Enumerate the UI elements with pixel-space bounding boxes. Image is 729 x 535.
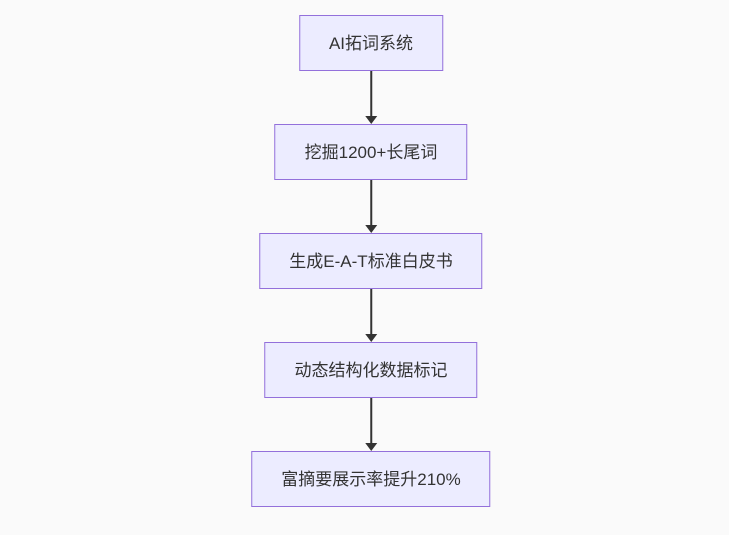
arrow-head-icon xyxy=(364,225,377,233)
flowchart-node-generate-eat-whitepaper: 生成E-A-T标准白皮书 xyxy=(259,233,483,289)
arrow-head-icon xyxy=(364,443,377,451)
flowchart-node-dynamic-structured-data-markup: 动态结构化数据标记 xyxy=(264,342,478,398)
arrow-line xyxy=(369,289,372,335)
flowchart-node-mine-longtail-keywords: 挖掘1200+长尾词 xyxy=(274,124,468,180)
arrow-line xyxy=(369,71,372,117)
arrow-head-icon xyxy=(364,334,377,342)
arrow-down-icon xyxy=(363,180,379,233)
flowchart-node-rich-snippet-rate-increase: 富摘要展示率提升210% xyxy=(251,451,491,507)
arrow-line xyxy=(369,398,372,444)
arrow-down-icon xyxy=(363,289,379,342)
flowchart-node-ai-word-expansion-system: AI拓词系统 xyxy=(298,15,444,71)
arrow-line xyxy=(369,180,372,226)
arrow-down-icon xyxy=(363,398,379,451)
flowchart: AI拓词系统 挖掘1200+长尾词 生成E-A-T标准白皮书 动态结构化数据标记… xyxy=(251,15,491,507)
arrow-head-icon xyxy=(364,116,377,124)
arrow-down-icon xyxy=(363,71,379,124)
